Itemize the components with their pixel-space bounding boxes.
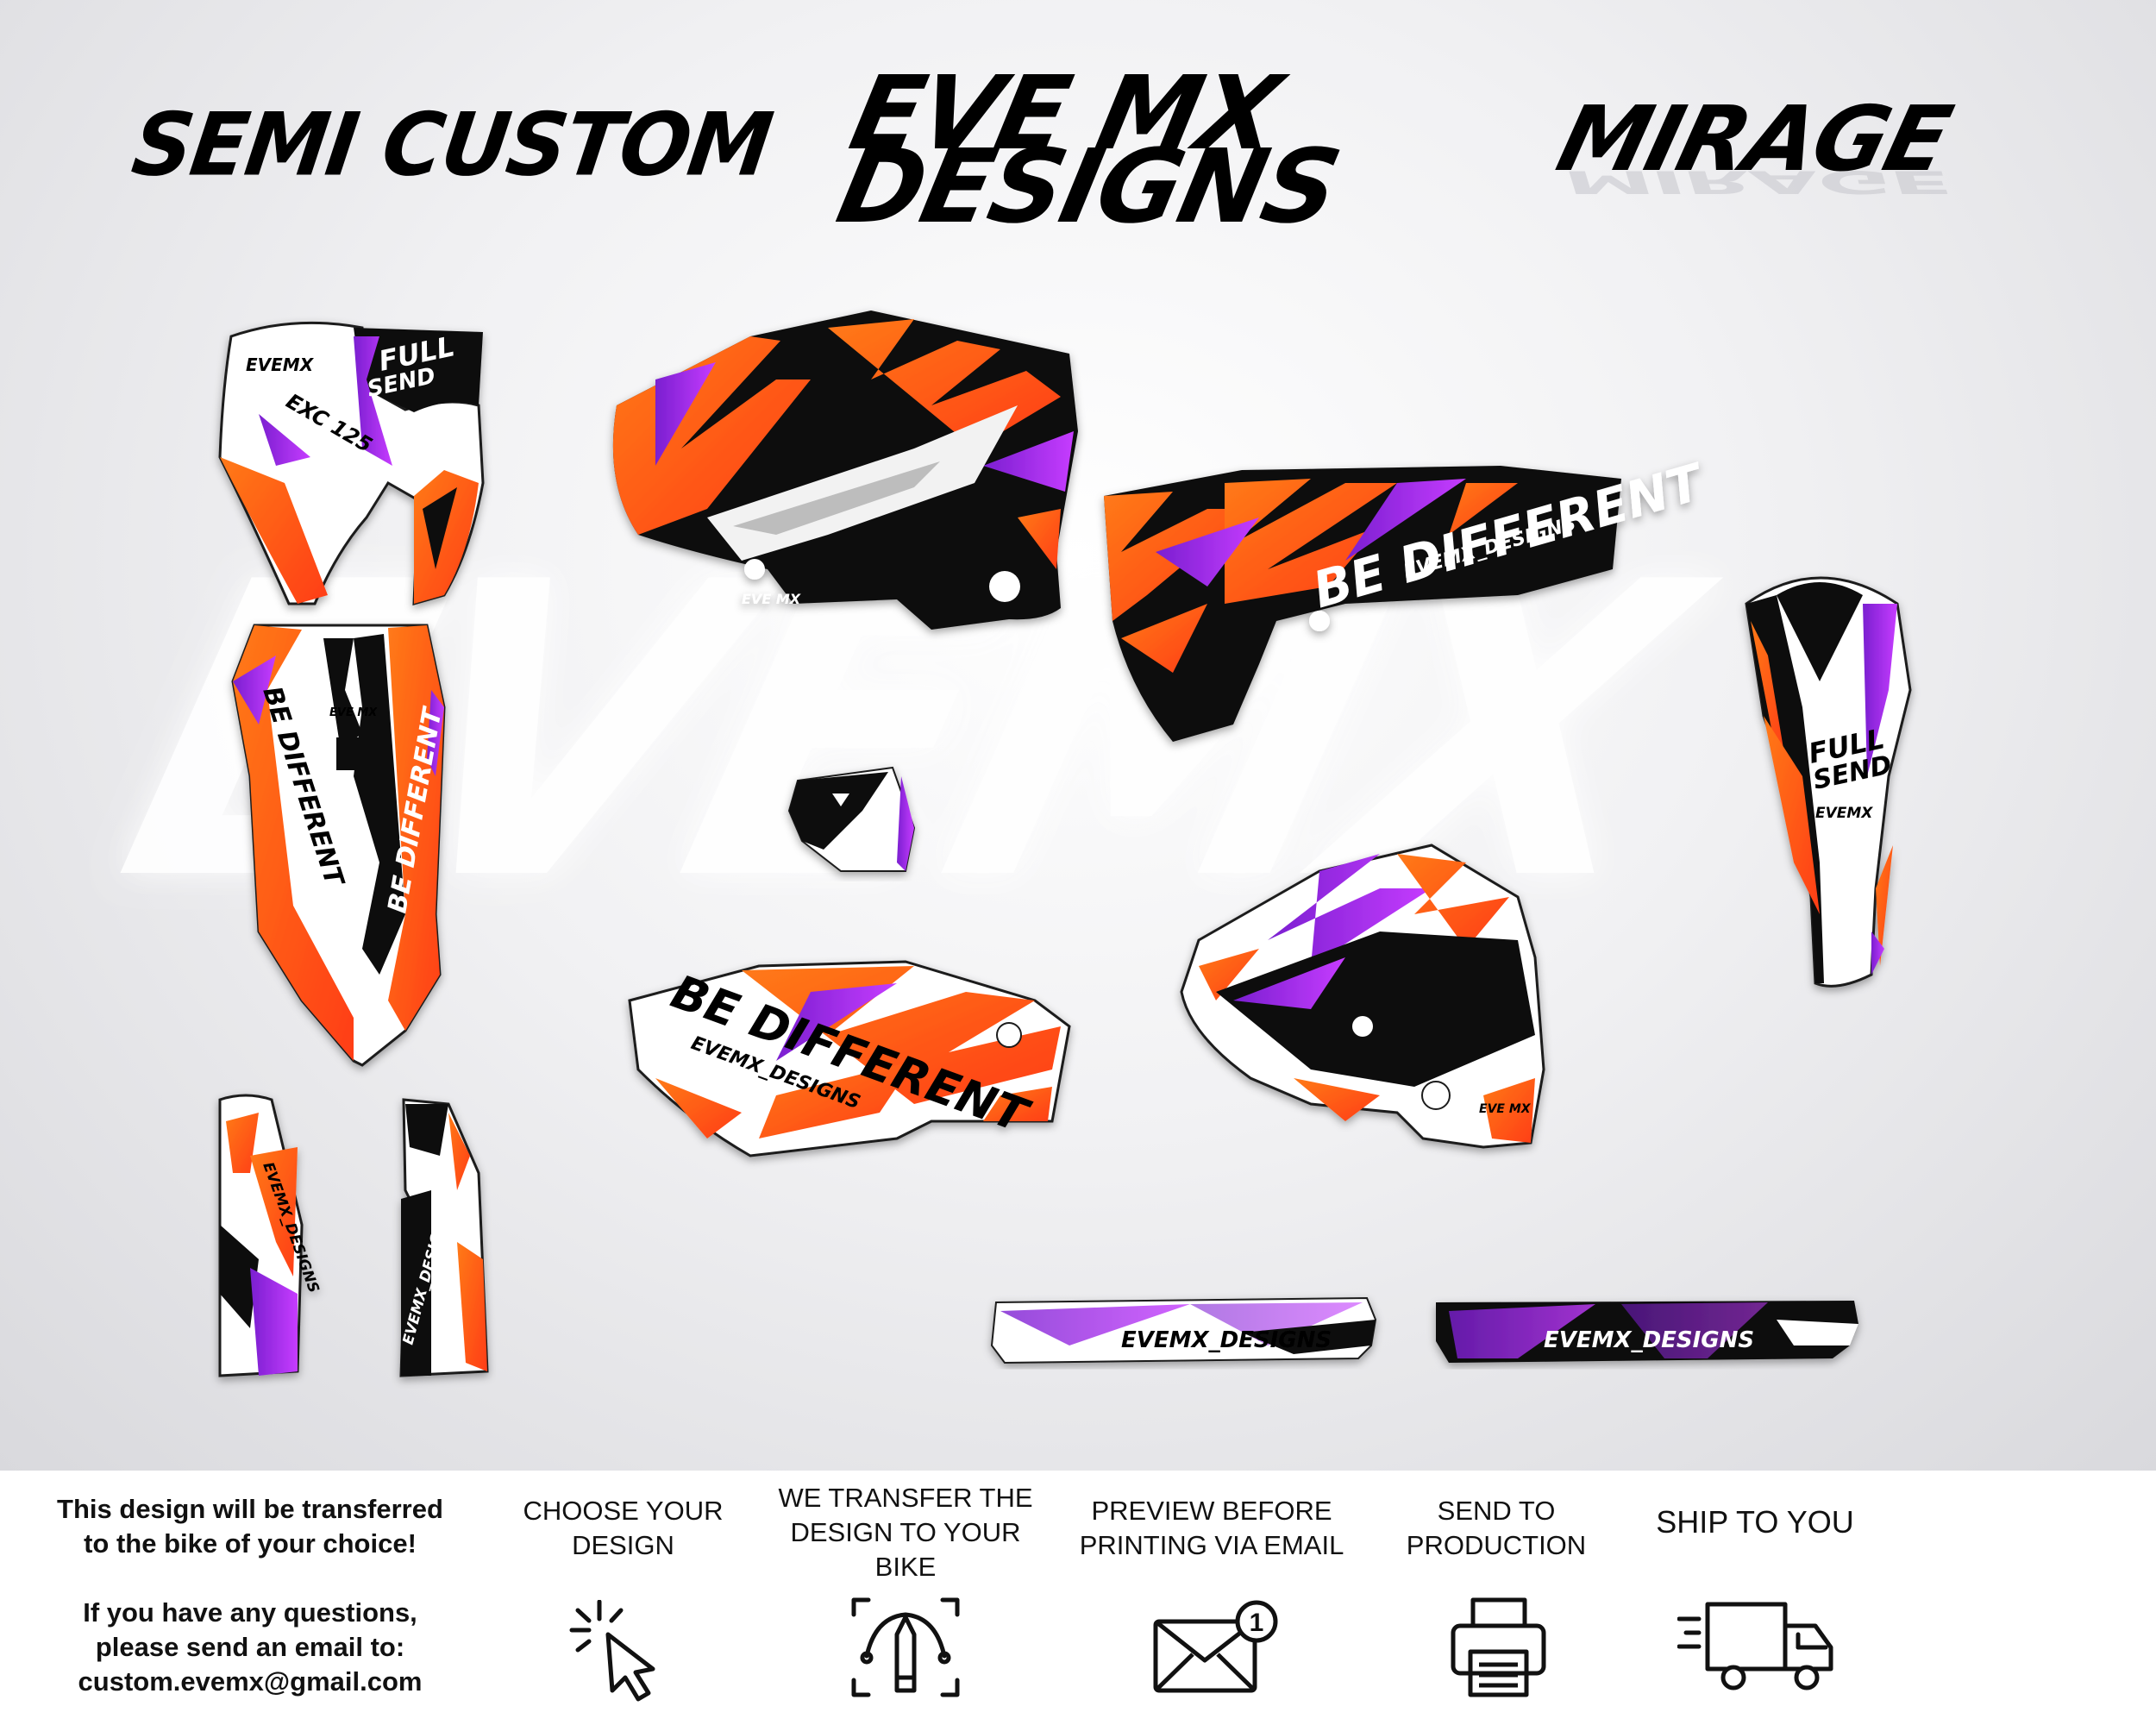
process-footer: This design will be transferred to the b…: [0, 1471, 2156, 1725]
contact-email[interactable]: custom.evemx@gmail.com: [78, 1666, 423, 1697]
swingarm-left-text: EVEMX_DESIGNS: [1121, 1327, 1332, 1353]
step-production-label: SEND TO PRODUCTION: [1406, 1496, 1587, 1560]
step-transfer-design-label: WE TRANSFER THE DESIGN TO YOUR BIKE: [778, 1483, 1033, 1582]
delivery-truck-icon: [1677, 1602, 1833, 1690]
printer-icon: [1451, 1597, 1546, 1697]
swingarm-left-decal: EVEMX_DESIGNS: [990, 1296, 1377, 1364]
step-preview-label: PREVIEW BEFORE PRINTING VIA EMAIL: [1079, 1496, 1344, 1560]
design-transfer-icon: [851, 1597, 960, 1697]
shroud-right-logo: EVE MX: [1479, 1102, 1532, 1116]
cursor-click-icon: [569, 1600, 655, 1702]
info-line-2: to the bike of your choice!: [84, 1528, 417, 1559]
step-choose-design-label: CHOOSE YOUR DESIGN: [523, 1496, 724, 1560]
headlight-plate-decal: EVEMX EXC 125 FULL SEND: [218, 321, 485, 606]
shroud-left-logo: EVE MX: [742, 591, 801, 607]
front-fender-decal: BE DIFFERENT BE DIFFERENT EVE MX: [231, 624, 448, 1067]
info-line-4: please send an email to:: [95, 1632, 405, 1662]
side-panel-lower-decal: BE DIFFERENT EVEMX_DESIGNS: [628, 960, 1071, 1157]
swingarm-right-decal: EVEMX_DESIGNS: [1436, 1301, 1858, 1363]
side-panel-upper-decal: BE DIFFERENT EVEMX_DESIGNS: [1104, 452, 1712, 742]
radiator-shroud-right-decal: EVE MX: [1180, 844, 1545, 1149]
fender-logo: EVE MX: [329, 706, 378, 719]
step-shipping-label: SHIP TO YOU: [1656, 1504, 1854, 1540]
info-line-1: This design will be transferred: [57, 1494, 443, 1524]
envelope-icon: 1: [1153, 1600, 1278, 1693]
swingarm-right-text: EVEMX_DESIGNS: [1544, 1327, 1754, 1353]
rear-fender-decal: FULL SEND EVEMX: [1745, 576, 1912, 988]
notification-badge: 1: [1250, 1609, 1264, 1637]
rear-brand: EVEMX: [1815, 805, 1873, 822]
info-line-3: If you have any questions,: [83, 1597, 417, 1628]
airbox-decal: [787, 766, 916, 872]
graphics-kit-layout: EVEMX EXC 125 FULL SEND EVE MX: [218, 310, 1912, 1377]
fork-guard-left-decal: EVEMX_DESIGNS: [218, 1094, 323, 1377]
fork-guard-right-decal: EVEMX_DESIGNS: [399, 1098, 489, 1377]
headlight-brand-text: EVEMX: [246, 354, 315, 375]
radiator-shroud-left-decal: EVE MX: [612, 310, 1078, 630]
product-hero: EVEMX SEMI CUSTOM EVE MX DESIGNS MIRAGE …: [0, 0, 2156, 1471]
